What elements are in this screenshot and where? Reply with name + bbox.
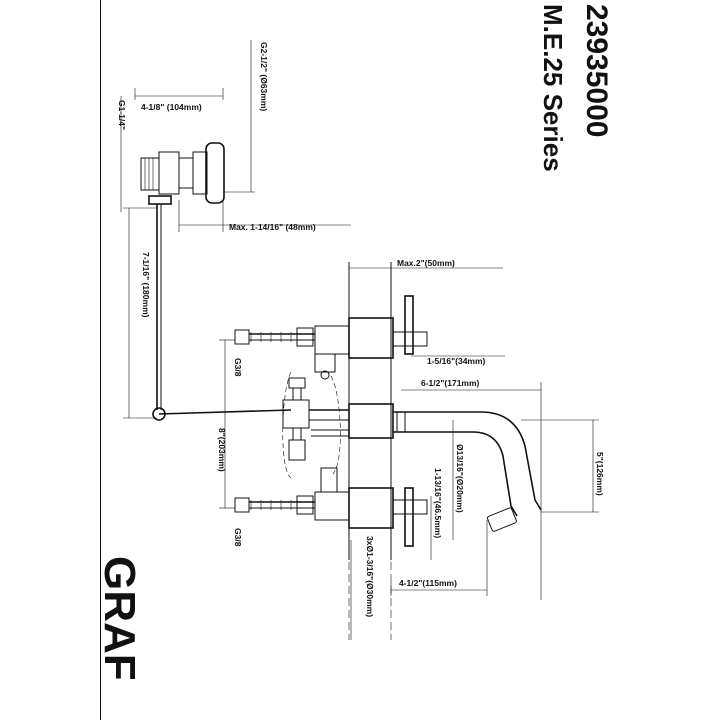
spout-flange (348, 403, 394, 439)
dim-4-1-2: 4-1/2"(115mm) (399, 578, 457, 588)
top-valve-body (314, 325, 350, 355)
bottom-valve-flange (348, 487, 394, 529)
dim-width-4-1-8: 4-1/8" (104mm) (141, 102, 202, 112)
drain-cap (192, 151, 208, 195)
drain-flange (205, 142, 225, 204)
spout-aerator (486, 507, 517, 532)
drain-nut (178, 157, 194, 189)
top-handle-lever (404, 295, 414, 355)
top-handle-stem (392, 331, 428, 347)
spout-valve (282, 377, 394, 461)
tee-fitting (282, 399, 310, 429)
spout (393, 411, 542, 532)
series-title: M.E.25 Series (538, 4, 568, 172)
top-supply-hose (234, 327, 315, 347)
dim-1-5-16: 1-5/16"(34mm) (427, 356, 486, 366)
dim-6-1-2: 6-1/2"(171mm) (421, 378, 480, 388)
bottom-handle-lever (404, 487, 414, 547)
bottom-valve (314, 467, 428, 547)
dim-max-1-14-16: Max. 1-14/16" (48mm) (229, 222, 316, 232)
popup-drain (140, 142, 292, 421)
bottom-handle-stem (392, 499, 428, 515)
bottom-supply-hose (234, 495, 315, 515)
bottom-valve-body (314, 491, 350, 521)
spout-top-edge (393, 411, 542, 511)
drain-linkage (148, 195, 172, 205)
dim-g1-quarter: G1-1/4" (117, 100, 127, 130)
drain-body (158, 151, 180, 195)
dim-8: 8"(203mm) (217, 428, 227, 472)
spout-bottom-edge (393, 431, 518, 517)
top-valve-outlet (314, 353, 336, 373)
model-number: 23935000 (580, 4, 613, 137)
dim-1-13-16: 1-13/16"(46.5mm) (433, 468, 443, 538)
dim-max-2: Max.2"(50mm) (397, 258, 455, 268)
top-valve-flange (348, 317, 394, 359)
drain-thread (140, 157, 160, 191)
dim-rod-length: 7-1/16" (180mm) (141, 252, 151, 318)
dim-5: 5"(126mm) (595, 452, 605, 496)
drawing-sheet: 23935000 M.E.25 Series GRAF G2-1/2" (Ø63… (100, 0, 720, 720)
technical-drawing: 23935000 M.E.25 Series GRAF G2-1/2" (Ø63… (101, 4, 613, 681)
dim-13-16: Ø13/16"(Ø20mm) (455, 444, 465, 513)
brand-logo-partial: GRAF (101, 556, 144, 681)
dim-g3-8-bottom: G3/8 (233, 528, 243, 547)
dim-g3-8-top: G3/8 (233, 358, 243, 377)
dim-g2-half: G2-1/2" (Ø63mm) (259, 42, 269, 111)
dim-3x-diameter: 3xØ1-3/16"(Ø30mm) (365, 536, 375, 617)
top-valve (314, 295, 428, 380)
